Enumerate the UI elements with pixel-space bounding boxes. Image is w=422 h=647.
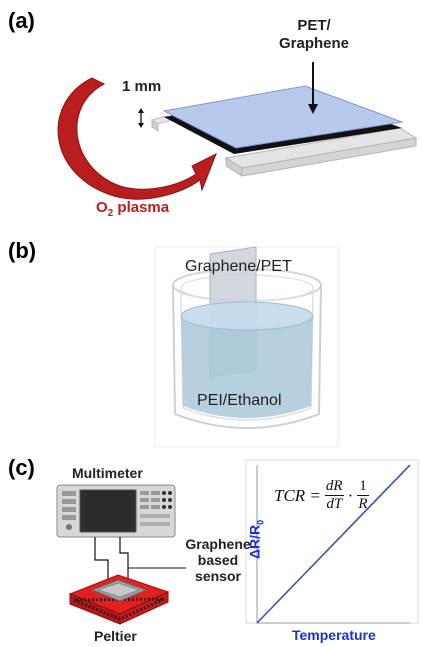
sheet-label: Graphene/PET [185,258,292,275]
sensor-label-line1: Graphene [185,536,251,552]
multimeter-icon [56,484,176,538]
plasma-curved-arrow-icon [57,77,217,200]
panel-c-label: (c) [8,455,35,480]
y-axis-label-main: ΔR/R [246,524,263,560]
graphene-sensor-icon [90,579,148,602]
formula-frac2: 1 R [357,478,369,513]
plasma-label-prefix: O [96,199,108,216]
sensor-label-line2: based sensor [195,552,241,584]
plasma-label-suffix: plasma [113,199,170,216]
y-axis-label: ΔR/R0 [247,509,266,569]
film-label-line1: PET/ [297,17,331,34]
substrate-supports [150,115,418,177]
panel-b-label: (b) [8,238,37,263]
pei-ethanol-liquid [181,316,313,418]
series-line [256,464,411,624]
formula-num2: 1 [357,478,369,496]
support-bar-back-side [151,119,159,132]
film-label: PET/ Graphene [268,17,360,53]
film-label-line2: Graphene [278,35,350,52]
chart-axes [256,465,410,624]
formula-lhs: TCR = [274,485,321,505]
pet-graphene-film [162,85,404,154]
multimeter-label: Multimeter [72,465,143,481]
plasma-label-sub: 2 [107,208,114,219]
sensor-label: Graphene based sensor [178,536,258,584]
y-axis-label-sub: 0 [255,519,266,525]
beaker-outer-wall [172,284,322,429]
formula-num1: dR [324,478,344,496]
formula-den2: R [358,496,368,512]
wire-right [119,537,129,582]
beaker-frame [154,246,339,448]
film-blue-layer [162,85,404,149]
tcr-formula: TCR = dR dT · 1 R [274,478,369,513]
film-pointer-arrowhead [308,104,318,114]
beaker-inner-wall [180,289,314,421]
wire-left [94,537,109,586]
gap-label: 1 mm [122,78,162,95]
x-axis-label: Temperature [292,627,376,643]
peltier-label: Peltier [94,628,137,644]
formula-frac1: dR dT [324,478,344,513]
support-bar-front-edge [241,137,417,177]
liquid-label: PEI/Ethanol [197,392,282,409]
formula-den1: dT [326,496,343,512]
gap-double-arrow-icon [138,108,144,128]
panel-a-label: (a) [8,8,35,33]
plasma-label: O2 plasma [96,199,169,219]
formula-dot: · [347,485,354,505]
liquid-surface [180,301,314,331]
